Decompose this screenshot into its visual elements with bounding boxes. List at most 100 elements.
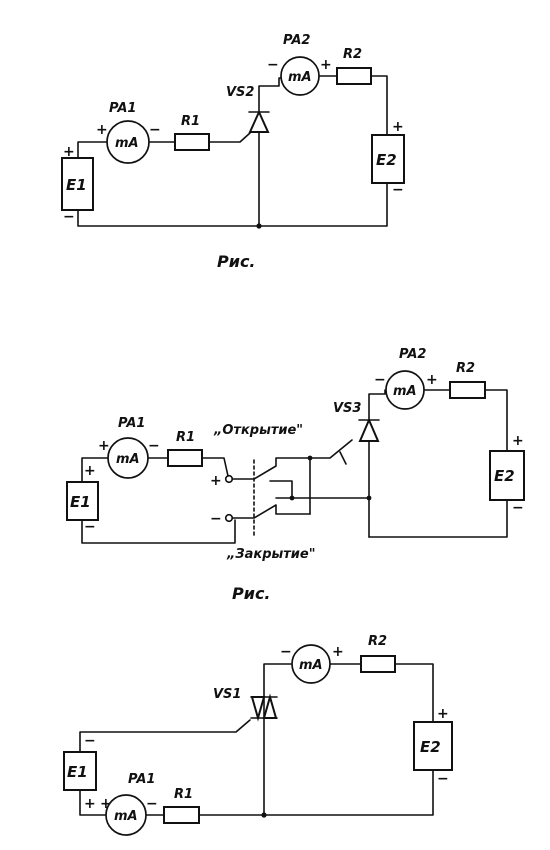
- c2-e2-label: E2: [494, 467, 515, 485]
- c2-wire-thyristor-vertical: [368, 389, 386, 538]
- c3-pa2-ammeter: [291, 644, 331, 684]
- c2-switch-plus: +: [210, 473, 222, 489]
- c2-wire-r1-terminal: [201, 457, 229, 477]
- c2-e2-minus: −: [512, 500, 524, 516]
- c1-pa1-minus: −: [149, 122, 161, 138]
- c2-switch-minus: −: [210, 511, 222, 527]
- c1-pa2-unit: mA: [288, 70, 312, 85]
- c1-pa2-minus: −: [267, 57, 279, 73]
- c2-vs3-label: VS3: [333, 401, 361, 416]
- c1-vs2-thyristor: [248, 109, 270, 133]
- c3-pa1-unit: mA: [114, 809, 138, 824]
- c3-wire-r2-e2: [394, 663, 434, 723]
- c1-r1-label: R1: [181, 114, 200, 129]
- c3-pa1-plus: +: [100, 796, 112, 812]
- c1-r1-resistor: [174, 133, 210, 151]
- c2-switch-top: [231, 457, 311, 480]
- c2-junction-3: [366, 495, 372, 501]
- c1-pa2-label: PA2: [283, 33, 310, 48]
- c1-junction: [256, 223, 262, 229]
- c1-vs2-label: VS2: [226, 85, 254, 100]
- c2-pa2-unit: mA: [393, 384, 417, 399]
- c2-wire-r2-e2: [484, 389, 508, 452]
- caption-2: Рис.: [232, 584, 271, 603]
- c3-vs1-triangle-up: [262, 693, 278, 719]
- c2-pa2-minus: −: [374, 372, 386, 388]
- c3-e2-source: [413, 721, 453, 771]
- c3-r2-label: R2: [368, 634, 387, 649]
- c3-r2-resistor: [360, 655, 396, 673]
- circuit-3: VS1 E1 − + mA PA1 + − R1 mA − + R2 E2 + …: [63, 634, 453, 836]
- c3-wire-e1-top: [79, 719, 251, 753]
- c2-pa2-label: PA2: [399, 347, 426, 362]
- c3-e1-source: [63, 751, 97, 791]
- c2-e1-minus: −: [84, 519, 96, 535]
- c2-pa1-minus: −: [148, 438, 160, 454]
- c2-junction-1: [307, 455, 313, 461]
- c1-pa1-plus: +: [96, 122, 108, 138]
- c1-e2-source: [371, 134, 405, 184]
- c2-e1-label: E1: [70, 493, 91, 511]
- c1-wire-thyristor-vertical: [258, 77, 283, 227]
- c1-e1-label: E1: [66, 176, 87, 194]
- c1-r2-label: R2: [343, 47, 362, 62]
- circuit-1: E1 + − mA PA1 + − R1 VS2 mA PA2 − + R2 E…: [61, 33, 405, 229]
- c2-gate-bar: [339, 451, 347, 465]
- c3-pa1-label: PA1: [128, 772, 155, 787]
- c1-pa1-unit: mA: [115, 136, 139, 151]
- c3-junction: [261, 812, 267, 818]
- circuit-2: VS3 E1 + − mA PA1 + − R1 + − „Открытие" …: [66, 347, 525, 562]
- c2-wire-e1-top: [81, 457, 109, 483]
- c1-pa2-plus: +: [320, 57, 332, 73]
- c3-wire-r1-bottom: [198, 769, 434, 816]
- c2-r1-resistor: [167, 449, 203, 467]
- c2-r2-label: R2: [456, 361, 475, 376]
- c2-open-label: „Открытие": [213, 423, 303, 438]
- c1-wire-e1-pa1: [77, 141, 108, 159]
- c2-junction-2: [289, 495, 295, 501]
- c1-pa2-ammeter: [280, 56, 320, 96]
- c3-e1-label: E1: [67, 763, 88, 781]
- c2-e1-source: [66, 481, 99, 521]
- c3-e1-minus: −: [84, 733, 96, 749]
- c3-r1-label: R1: [174, 787, 193, 802]
- c1-e2-plus: +: [392, 119, 404, 135]
- c2-pa1-unit: mA: [116, 452, 140, 467]
- c2-e1-plus: +: [84, 463, 96, 479]
- c3-e2-plus: +: [437, 706, 449, 722]
- c2-e2-source: [489, 450, 525, 501]
- c1-wire-bottom: [77, 182, 388, 227]
- c1-e1-source: [61, 157, 94, 211]
- c2-pa1-ammeter: [107, 437, 149, 479]
- c1-e1-plus: +: [63, 144, 75, 160]
- c2-pa2-ammeter: [385, 370, 425, 410]
- c1-e1-minus: −: [63, 209, 75, 225]
- c1-pa1-label: PA1: [109, 101, 136, 116]
- c2-pa1-label: PA1: [118, 416, 145, 431]
- c2-pa2-plus: +: [426, 372, 438, 388]
- c1-e2-label: E2: [376, 151, 397, 169]
- c3-wire-triac-vertical: [263, 663, 292, 816]
- c2-wire-bottom-right: [368, 499, 508, 538]
- c1-e2-minus: −: [392, 182, 404, 198]
- c2-pa1-plus: +: [98, 438, 110, 454]
- c2-vs3-thyristor: [358, 417, 380, 442]
- c2-switch-cross: [269, 480, 293, 499]
- c3-pa2-plus: +: [332, 644, 344, 660]
- c2-wire-gate: [309, 439, 353, 459]
- c3-e1-plus: +: [84, 796, 96, 812]
- c3-pa2-minus: −: [280, 644, 292, 660]
- c1-r2-resistor: [336, 67, 372, 85]
- c1-pa1-ammeter: [106, 120, 150, 164]
- c1-wire-r2-e2: [370, 75, 388, 136]
- c3-e2-label: E2: [420, 738, 441, 756]
- c3-wire-e1-pa1: [79, 789, 107, 816]
- c3-pa1-ammeter: [105, 794, 147, 836]
- c3-e2-minus: −: [437, 771, 449, 787]
- c1-wire-r1-gate: [208, 132, 251, 143]
- c2-wire-e1-bottom: [81, 519, 236, 544]
- c2-close-label: „Закрытие": [226, 547, 316, 562]
- c3-pa1-minus: −: [146, 796, 158, 812]
- c2-r2-resistor: [449, 381, 486, 399]
